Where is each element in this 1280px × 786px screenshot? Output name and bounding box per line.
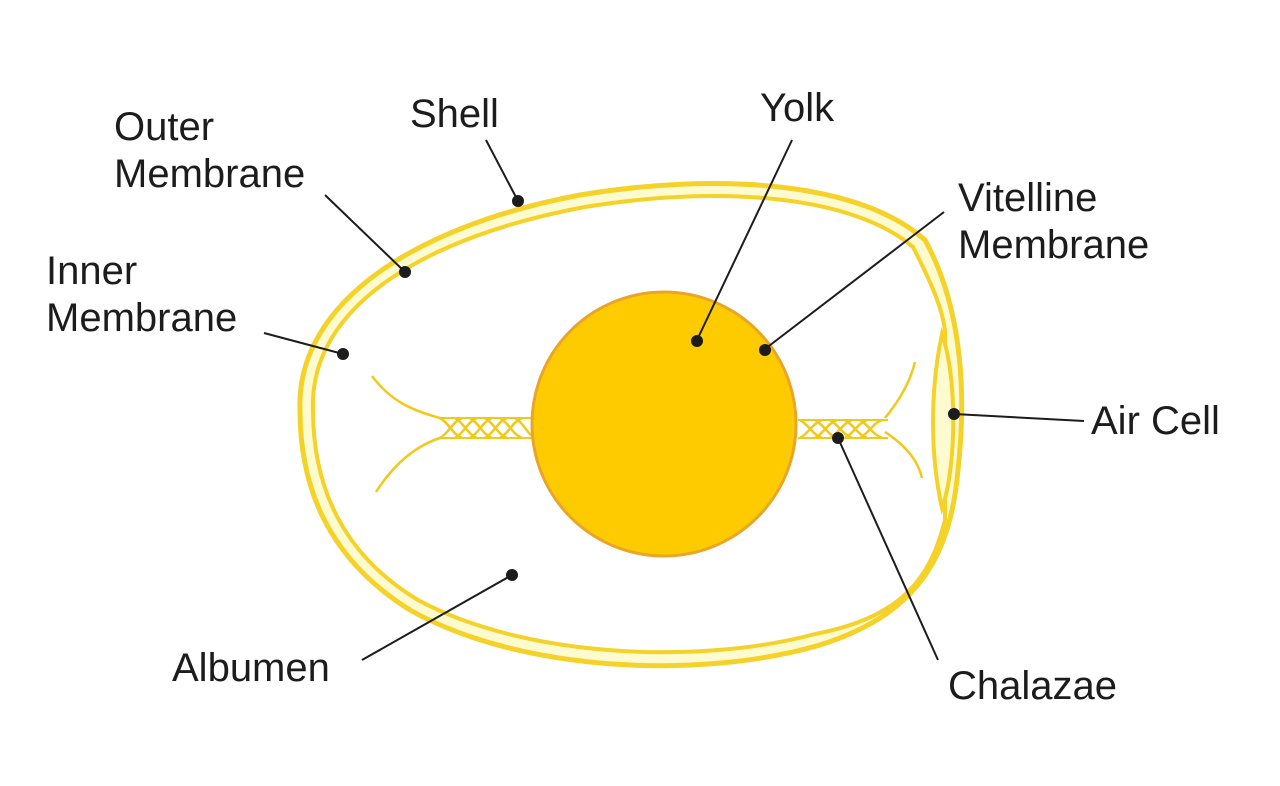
dot-inner-membrane (337, 348, 349, 360)
label-inner-membrane: Inner Membrane (46, 248, 237, 342)
dot-air-cell (948, 408, 960, 420)
label-albumen: Albumen (172, 646, 330, 690)
dot-chalazae (832, 432, 844, 444)
air-cell-region (931, 326, 956, 516)
leader-vitelline-membrane (764, 211, 945, 350)
label-inner-membrane-line2: Membrane (46, 296, 238, 340)
leader-outer-membrane (324, 194, 406, 273)
label-outer-membrane-line2: Membrane (114, 152, 306, 196)
label-vitelline-membrane-line1: Vitelline (958, 176, 1098, 220)
label-vitelline-membrane-line2: Membrane (958, 223, 1150, 267)
leader-shell (485, 139, 519, 202)
chalazae-right (798, 361, 924, 479)
leader-yolk (696, 139, 793, 341)
leader-inner-membrane (263, 332, 344, 355)
label-yolk: Yolk (760, 86, 835, 130)
leader-chalazae (837, 437, 939, 661)
dot-shell (512, 195, 524, 207)
dot-yolk (691, 335, 703, 347)
label-chalazae: Chalazae (948, 664, 1118, 708)
dot-outer-membrane (399, 266, 411, 278)
label-air-cell: Air Cell (1091, 399, 1220, 443)
dot-albumen (506, 569, 518, 581)
label-vitelline-membrane: Vitelline Membrane (958, 175, 1149, 269)
label-outer-membrane-line1: Outer (114, 105, 215, 149)
leader-albumen (361, 574, 513, 661)
yolk-circle (530, 290, 798, 558)
label-shell: Shell (410, 92, 499, 136)
chalazae-left (371, 375, 535, 493)
leader-air-cell (953, 413, 1085, 422)
dot-vitelline-membrane (759, 344, 771, 356)
label-outer-membrane: Outer Membrane (114, 104, 305, 198)
label-inner-membrane-line1: Inner (46, 249, 138, 293)
